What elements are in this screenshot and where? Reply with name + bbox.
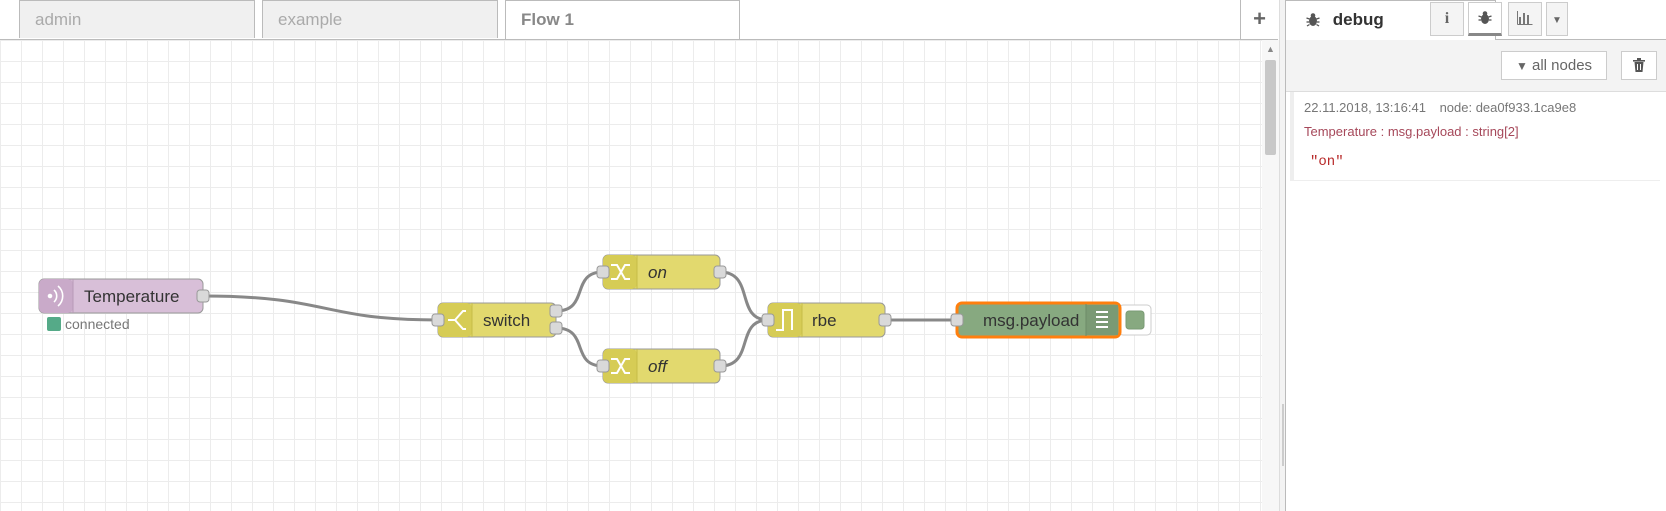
tab-flow-1[interactable]: Flow 1 xyxy=(505,0,740,40)
bar-chart-icon xyxy=(1517,10,1533,27)
node-switch-label: switch xyxy=(483,311,530,330)
trash-icon xyxy=(1633,57,1645,74)
sidebar-tabs-divider xyxy=(1496,39,1666,40)
debug-timestamp: 22.11.2018, 13:16:41 xyxy=(1304,100,1426,115)
status-dot xyxy=(47,317,61,331)
switch-icon xyxy=(448,310,466,330)
node-on[interactable]: on xyxy=(596,254,727,290)
input-port[interactable] xyxy=(950,313,964,327)
sidebar-splitter[interactable] xyxy=(1279,0,1286,511)
node-rbe[interactable]: rbe xyxy=(761,302,892,338)
bug-icon xyxy=(1306,10,1325,29)
wire-switch-off[interactable] xyxy=(555,326,604,368)
node-switch[interactable]: switch xyxy=(431,302,563,338)
splitter-grip[interactable] xyxy=(1282,404,1284,466)
debug-node-id[interactable]: node: dea0f933.1ca9e8 xyxy=(1439,100,1577,115)
info-icon: i xyxy=(1444,10,1450,27)
node-temperature-label: Temperature xyxy=(84,287,179,306)
pulse-icon xyxy=(776,309,793,331)
node-debug[interactable]: msg.payload xyxy=(950,301,1152,339)
output-port[interactable] xyxy=(196,289,210,303)
dashboard-tab-button[interactable] xyxy=(1508,2,1542,36)
input-port[interactable] xyxy=(431,313,445,327)
caret-down-icon: ▼ xyxy=(1552,15,1562,26)
sidebar: debug i ▼ ▼ xyxy=(1286,0,1666,511)
input-port[interactable] xyxy=(596,359,610,373)
bug-icon xyxy=(1478,10,1492,27)
node-debug-label: msg.payload xyxy=(983,311,1079,330)
sidebar-tab-debug-label: debug xyxy=(1332,10,1384,29)
debug-toggle-icon xyxy=(1125,310,1145,330)
wire-switch-on[interactable] xyxy=(555,270,604,313)
node-on-label: on xyxy=(648,263,667,282)
debug-topic: Temperature : msg.payload : string[2] xyxy=(1304,124,1519,139)
filter-all-nodes-button[interactable]: ▼ all nodes xyxy=(1501,51,1607,80)
node-off-label: off xyxy=(648,357,669,376)
debug-tab-button[interactable] xyxy=(1468,2,1502,36)
tab-admin[interactable]: admin xyxy=(19,0,255,38)
scroll-up-arrow-icon[interactable]: ▲ xyxy=(1266,44,1275,54)
filter-label: all nodes xyxy=(1532,57,1593,74)
clear-debug-button[interactable] xyxy=(1621,51,1657,80)
add-tab-button[interactable]: + xyxy=(1240,0,1278,39)
wifi-icon xyxy=(47,285,64,307)
wire-temperature-switch[interactable] xyxy=(202,294,439,322)
output-port[interactable] xyxy=(713,359,727,373)
output-port[interactable] xyxy=(713,265,727,279)
canvas-scrollbar[interactable]: ▲ xyxy=(1262,40,1279,511)
tabs-divider xyxy=(0,39,1278,40)
wire-on-rbe[interactable] xyxy=(719,270,769,322)
sidebar-tab-debug[interactable]: debug xyxy=(1286,0,1496,40)
flow-canvas[interactable]: Temperature connected switch xyxy=(0,40,1262,511)
debug-message-meta: 22.11.2018, 13:16:41 node: dea0f933.1ca9… xyxy=(1304,100,1576,115)
list-icon xyxy=(1096,311,1108,328)
wire-off-rbe[interactable] xyxy=(719,318,769,368)
scroll-thumb[interactable] xyxy=(1265,60,1276,155)
input-port[interactable] xyxy=(596,265,610,279)
workspace-tabs: admin example Flow 1 + xyxy=(0,0,1278,40)
node-temperature[interactable]: Temperature xyxy=(38,278,210,314)
output-port-1[interactable] xyxy=(549,304,563,318)
debug-message[interactable]: 22.11.2018, 13:16:41 node: dea0f933.1ca9… xyxy=(1290,92,1660,181)
shuffle-icon xyxy=(611,358,630,374)
tab-example[interactable]: example xyxy=(262,0,498,38)
debug-toolbar: ▼ all nodes xyxy=(1286,40,1666,92)
shuffle-icon xyxy=(611,264,630,280)
input-port[interactable] xyxy=(761,313,775,327)
filter-icon: ▼ xyxy=(1515,59,1528,73)
plus-icon: + xyxy=(1253,6,1266,31)
output-port-2[interactable] xyxy=(549,321,563,335)
node-off[interactable]: off xyxy=(596,348,727,384)
debug-value[interactable]: "on" xyxy=(1310,154,1344,170)
sidebar-menu-button[interactable]: ▼ xyxy=(1546,2,1568,36)
output-port[interactable] xyxy=(878,313,892,327)
info-tab-button[interactable]: i xyxy=(1430,2,1464,36)
node-temperature-status: connected xyxy=(65,316,130,332)
node-rbe-label: rbe xyxy=(812,311,837,330)
